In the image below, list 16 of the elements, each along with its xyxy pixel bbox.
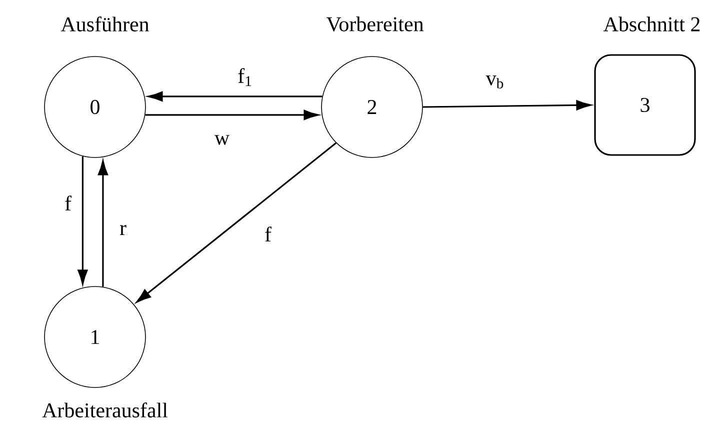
arrow: [145, 110, 319, 120]
edge-label: r: [118, 224, 128, 236]
state-label: Abschnitt 2: [604, 16, 700, 32]
state-label: Arbeiterausfall: [42, 402, 168, 418]
edge-label: f$_{1}$: [236, 67, 254, 87]
edge-label: f: [264, 226, 272, 242]
arrow: [98, 160, 108, 287]
arrow: [422, 100, 591, 110]
state-label: Vorbereiten: [326, 16, 424, 32]
arrow: [148, 91, 322, 102]
edge-label: f: [64, 194, 72, 212]
edge-label: w: [213, 134, 231, 146]
state-box: 3: [594, 54, 696, 156]
state-label: Ausführen: [60, 16, 149, 32]
edge-label: v$_{b}$: [484, 74, 506, 90]
arrow: [136, 142, 337, 303]
